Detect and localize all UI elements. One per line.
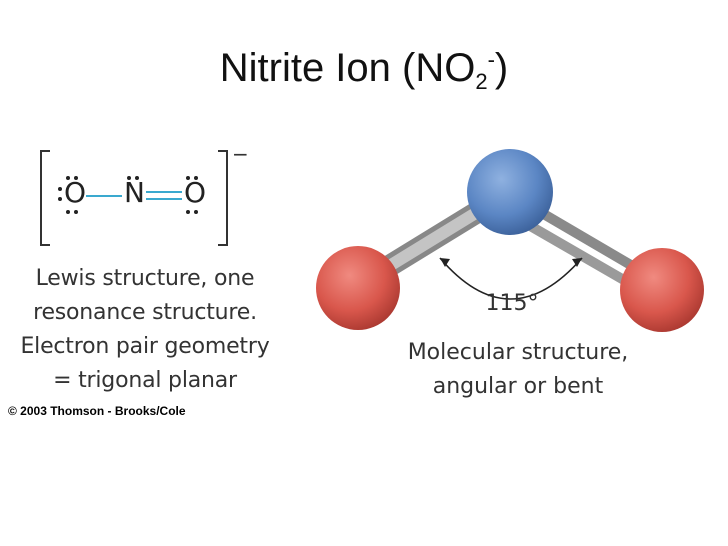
lone-pair-dot <box>74 210 78 214</box>
left-bracket <box>40 150 50 246</box>
arrowhead-left <box>440 258 450 267</box>
lewis-structure: − O N O <box>34 140 264 250</box>
caption-line: Lewis structure, one <box>35 266 255 291</box>
double-bond-upper <box>146 191 182 193</box>
nitrogen-atom <box>467 149 553 235</box>
lone-pair-dot <box>66 176 70 180</box>
lone-pair-dot <box>186 210 190 214</box>
lone-pair-dot <box>186 176 190 180</box>
molecular-caption: Molecular structure, angular or bent <box>390 336 646 404</box>
caption-line: resonance structure. <box>33 300 257 325</box>
caption-line: = trigonal planar <box>53 368 237 393</box>
lewis-oxygen-right: O <box>184 176 207 209</box>
title-superscript: - <box>487 47 495 72</box>
caption-line: angular or bent <box>432 374 604 399</box>
arrowhead-right <box>572 258 582 267</box>
lone-pair-dot <box>194 176 198 180</box>
right-bracket <box>218 150 228 246</box>
lone-pair-dot <box>58 197 62 201</box>
copyright-notice: © 2003 Thomson - Brooks/Cole <box>8 404 186 418</box>
caption-line: Molecular structure, <box>407 340 629 365</box>
slide-title: Nitrite Ion (NO2-) <box>0 44 728 94</box>
ball-and-stick-model: 115° <box>316 149 704 332</box>
lone-pair-dot <box>127 176 131 180</box>
title-text: Nitrite Ion (NO <box>219 46 476 90</box>
lewis-caption: Lewis structure, one resonance structure… <box>0 262 290 398</box>
lone-pair-dot <box>135 176 139 180</box>
angle-label: 115° <box>486 291 539 316</box>
lewis-oxygen-left: O <box>64 176 87 209</box>
double-bond-lower <box>146 198 182 200</box>
lone-pair-dot <box>66 210 70 214</box>
angle-arc <box>439 257 583 300</box>
lone-pair-dot <box>74 176 78 180</box>
ion-charge: − <box>232 142 249 166</box>
single-bond <box>86 195 122 197</box>
lewis-nitrogen: N <box>124 176 145 209</box>
oxygen-atom-right <box>620 248 704 332</box>
lone-pair-dot <box>194 210 198 214</box>
title-close: ) <box>494 46 509 90</box>
lone-pair-dot <box>58 187 62 191</box>
title-subscript: 2 <box>475 69 488 94</box>
caption-line: Electron pair geometry <box>20 334 270 359</box>
oxygen-atom-left <box>316 246 400 330</box>
